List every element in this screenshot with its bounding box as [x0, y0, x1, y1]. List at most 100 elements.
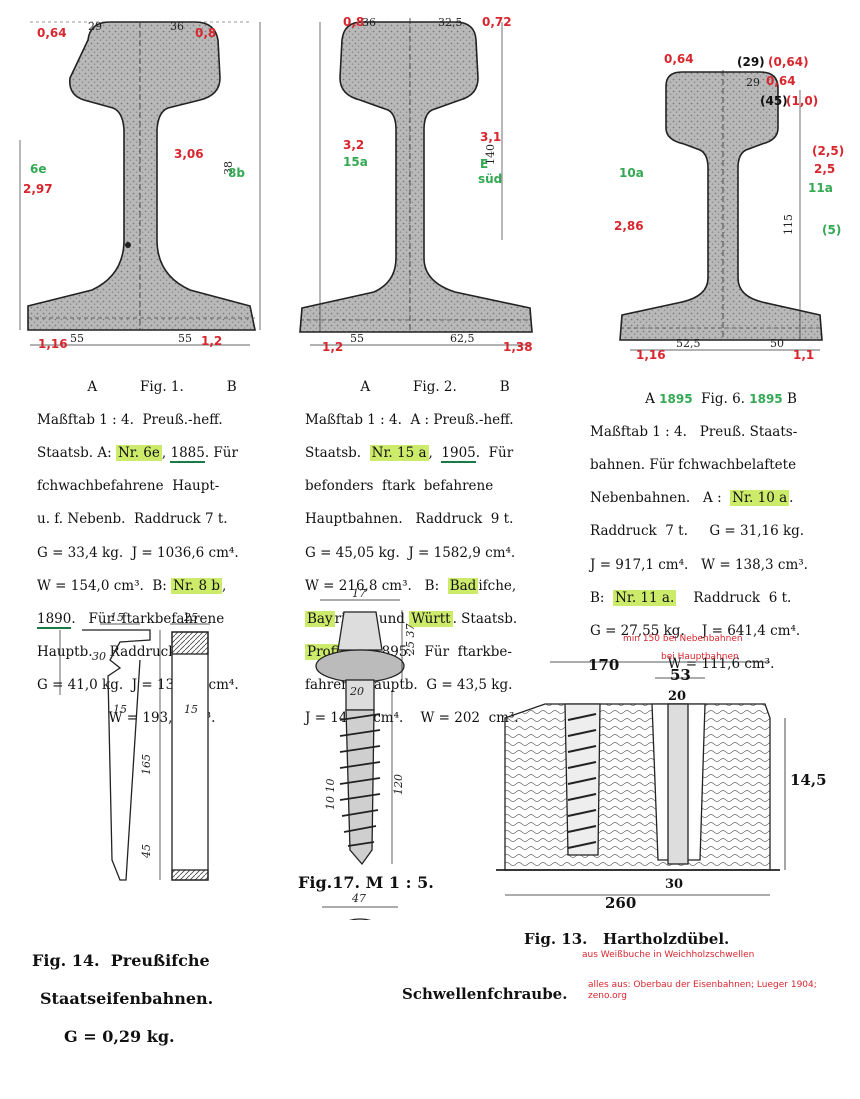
fig2-rail-profile: [299, 18, 533, 346]
fig6-line6: B: Nr. 11 a. Raddruck 6 t.: [590, 589, 792, 606]
fig2-dim-base-a: 55: [350, 332, 364, 345]
annotation-red: 0,64: [664, 52, 694, 66]
fig2-title: Fig. 2.: [413, 378, 457, 395]
fig17-caption: Fig.17. M 1 : 5.: [298, 873, 434, 892]
fig6-dim-base-a: 52,5: [676, 337, 701, 350]
fig2-line1: Maßftab 1 : 4. A : Preuß.-heff.: [305, 411, 514, 428]
fig2-line4: Hauptbahnen. Raddruck 9 t.: [305, 511, 514, 528]
fig6-year-a: 1895: [659, 391, 693, 406]
annotation-red: 1,1: [793, 348, 815, 362]
annotation-green: (5): [822, 223, 842, 237]
annotation-green: 15a: [343, 155, 368, 169]
fig1-line3: fchwachbefahrene Haupt-: [37, 478, 220, 495]
fig1-dim-base-a: 55: [70, 332, 84, 345]
highlight: Bay: [305, 610, 335, 627]
annotation-green: E: [480, 157, 489, 171]
fig6-title: Fig. 6.: [701, 390, 745, 407]
fig1-rail-profile: [19, 21, 261, 346]
fig14-dim-shaft-b: 15: [184, 703, 198, 716]
fig13-dim-30: 30: [665, 877, 683, 892]
fig14-dim-angle: 30: [92, 650, 106, 663]
highlight: Nr. 15 a: [369, 444, 429, 461]
fig2-line5: G = 45,05 kg. J = 1582,9 cm⁴.: [305, 544, 516, 561]
fig1-line5: G = 33,4 kg. J = 1036,6 cm⁴.: [37, 544, 239, 561]
fig6-year-b: 1895: [749, 391, 783, 406]
underline-year: 1885: [170, 444, 205, 463]
fig1-dim-top-b: 36: [170, 20, 184, 33]
fig6-line2: bahnen. Für fchwachbelaftete: [590, 456, 797, 473]
fig17-dim-head: 25 37: [404, 624, 417, 657]
fig17-dim-neck: 20: [349, 685, 364, 698]
fig17-dim-plate: 47: [351, 892, 366, 905]
fig17-dim-thread: 10 10: [324, 779, 337, 811]
annotation-red: 3,1: [480, 130, 502, 144]
annotation-red: 0,64: [766, 74, 796, 88]
annotation-black: (29): [737, 55, 765, 69]
fig2-caption: A Fig. 2. B Maßftab 1 : 4. A : Preuß.-he…: [305, 362, 565, 744]
fig2-line2: Staatsb. Nr. 15 a, 1905. Für: [305, 444, 514, 463]
fig13-dim-260: 260: [605, 894, 636, 912]
highlight: Nr. 6e: [115, 444, 162, 461]
annotation-red: 2,86: [614, 219, 644, 233]
rail-figures-drawing: 29 36 38 55 55 36 32,5 140 55 62,5 29 50…: [19, 16, 823, 351]
fig1-label-a: A: [87, 378, 98, 395]
annotation-red: 1,2: [322, 340, 344, 354]
annotation-red: 1,16: [636, 348, 666, 362]
annotation-green: 6e: [30, 162, 47, 176]
annotation-green: 11a: [808, 181, 833, 195]
fig13-dim-height: 14,5: [790, 771, 827, 789]
annotation-red: 0,72: [482, 15, 512, 29]
fastener-figures-drawing: 15 25 30 15 15 165 45 17 25 37 20 120 10…: [59, 587, 827, 920]
annotation-red: (2,5): [812, 144, 845, 158]
fig2-label-a: A: [360, 378, 371, 395]
fig14-dim-length: 165: [140, 754, 153, 775]
fig13-subnote: aus Weißbuche in Weichholzschwellen: [582, 950, 755, 960]
fig6-line8: W = 111,6 cm³.: [667, 656, 775, 673]
fig6-dim-top: 29: [746, 76, 760, 89]
fig14-dim-head: 25: [183, 611, 198, 624]
fig13-caption: Fig. 13. Hartholzdübel.: [524, 930, 730, 948]
fig14-dim-top: 15: [110, 611, 124, 624]
fig2-dim-top-a: 36: [362, 16, 376, 29]
fig17-label: Schwellenfchraube.: [402, 985, 568, 1003]
fig14-dim-tip: 45: [140, 844, 153, 859]
source-note-line1: alles aus: Oberbau der Eisenbahnen; Lueg…: [588, 980, 817, 990]
fig1-dim-top-a: 29: [88, 20, 102, 33]
annotation-red: 1,2: [201, 334, 223, 348]
highlight: Württ: [409, 610, 453, 627]
underline-year: 1905: [441, 444, 476, 463]
fig1-line2: Staatsb. A: Nr. 6e, 1885. Für: [37, 444, 238, 463]
fig1-label-b: B: [226, 378, 237, 395]
fig6-dim-height: 115: [782, 214, 795, 235]
fig13-dim-20: 20: [668, 689, 686, 704]
fig2-label-b: B: [499, 378, 510, 395]
annotation-red: 2,97: [23, 182, 53, 196]
fig6-label-b: B: [786, 390, 797, 407]
annotation-red: 0,8: [195, 26, 217, 40]
fig1-line4: u. f. Nebenb. Raddruck 7 t.: [37, 511, 228, 528]
fig13-note-nebenbahnen: min 150 bei Nebenbahnen: [623, 634, 743, 644]
fig1-dim-height: 38: [222, 161, 235, 175]
annotation-red: 0,8: [343, 15, 365, 29]
fig2-dim-height: 140: [484, 144, 497, 165]
fig6-caption: A 1895 Fig. 6. 1895 B Maßftab 1 : 4. Pre…: [590, 374, 852, 689]
fig1-line6: W = 154,0 cm³. B: Nr. 8 b,: [37, 577, 227, 594]
highlight: Bad: [447, 577, 479, 594]
annotation-red: (1,0): [786, 94, 819, 108]
fig6-line1: Maßftab 1 : 4. Preuß. Staats-: [590, 423, 798, 440]
fig17-screw-head-plan: [322, 906, 398, 920]
fig2-line3: befonders ftark befahrene: [305, 478, 494, 495]
fig13-hardwood-dowel: [496, 661, 786, 896]
fig13-dim-53: 53: [670, 666, 691, 684]
annotation-red: (0,64): [768, 55, 809, 69]
fig17-sleeper-screw: [315, 599, 405, 866]
annotation-red: 1,38: [503, 340, 533, 354]
fig17-dim-top: 17: [352, 587, 366, 600]
annotation-red: 1,16: [38, 337, 68, 351]
fig6-rail-profile: [619, 70, 823, 351]
fig14-dim-shaft-a: 15: [113, 703, 127, 716]
fig6-dim-base-b: 50: [770, 337, 784, 350]
fig6-label-a: A: [645, 390, 655, 407]
annotation-red: 3,06: [174, 147, 204, 161]
